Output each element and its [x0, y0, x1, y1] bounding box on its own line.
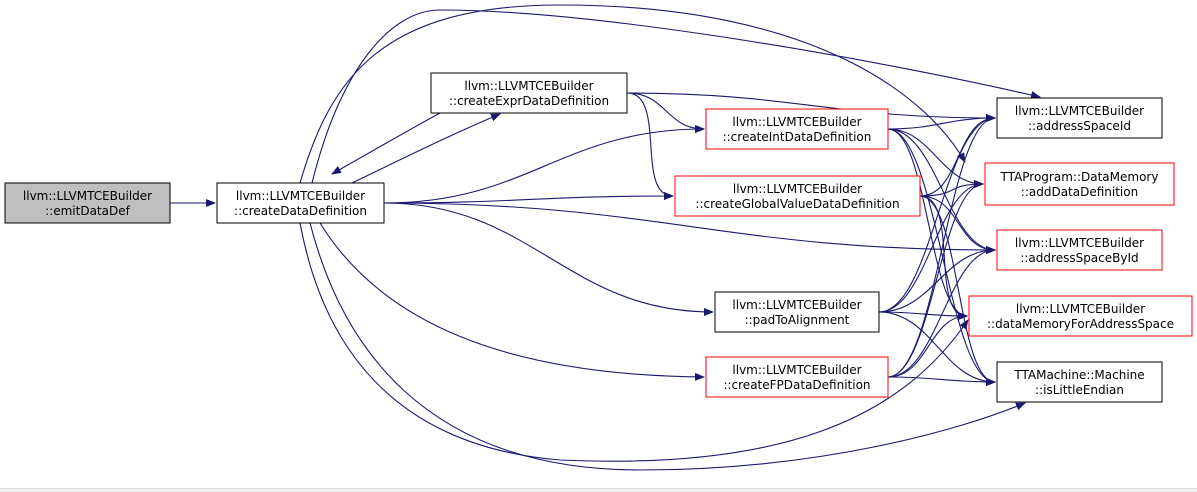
node-createGlobalValueDataDefinition[interactable]: llvm::LLVMTCEBuilder::createGlobalValueD…	[674, 175, 921, 217]
node-label-method: ::addDataDefinition	[1021, 185, 1138, 199]
node-box-createIntDataDefinition[interactable]	[705, 108, 889, 150]
edge-createDataDefinition-to-createFPDataDefinition	[319, 222, 705, 381]
node-label-namespace: llvm::LLVMTCEBuilder	[1016, 302, 1145, 316]
edge-padToAlignment-to-dataMemoryForAddressSpace	[878, 311, 968, 320]
edge-createIntDataDefinition-to-addressSpaceById	[887, 128, 996, 254]
node-label-method: ::createDataDefinition	[234, 204, 367, 218]
node-createDataDefinition[interactable]: llvm::LLVMTCEBuilder::createDataDefiniti…	[216, 182, 385, 224]
node-label-method: ::createGlobalValueDataDefinition	[695, 197, 899, 211]
node-label-method: ::createExprDataDefinition	[449, 94, 609, 108]
edge-createDataDefinition-to-createIntDataDefinition	[383, 125, 705, 204]
edge-createFPDataDefinition-to-addDataDefinition	[887, 180, 984, 378]
node-emitDataDef[interactable]: llvm::LLVMTCEBuilder::emitDataDef	[4, 182, 171, 224]
node-label-namespace: llvm::LLVMTCEBuilder	[464, 79, 593, 93]
node-box-createExprDataDefinition[interactable]	[430, 72, 628, 114]
edge-createDataDefinition-to-createGlobalValueDataDefinition	[383, 192, 674, 204]
edge-createIntDataDefinition-to-addressSpaceId	[887, 114, 996, 130]
node-label-namespace: llvm::LLVMTCEBuilder	[732, 298, 861, 312]
node-addressSpaceById[interactable]: llvm::LLVMTCEBuilder::addressSpaceById	[996, 229, 1163, 271]
edge-createFPDataDefinition-to-addressSpaceById	[887, 246, 996, 378]
node-dataMemoryForAddressSpace[interactable]: llvm::LLVMTCEBuilder::dataMemoryForAddre…	[968, 295, 1193, 337]
edge-createGlobalValueDataDefinition-to-dataMemoryForAddressSpace	[919, 195, 968, 320]
edge-padToAlignment-to-addressSpaceId	[878, 114, 996, 313]
node-box-addDataDefinition[interactable]	[984, 162, 1175, 206]
node-padToAlignment[interactable]: llvm::LLVMTCEBuilder::padToAlignment	[714, 291, 880, 333]
edge-createGlobalValueDataDefinition-to-addDataDefinition	[919, 180, 984, 197]
node-createIntDataDefinition[interactable]: llvm::LLVMTCEBuilder::createIntDataDefin…	[705, 108, 889, 150]
node-box-createDataDefinition[interactable]	[216, 182, 385, 224]
bottom-divider	[0, 488, 1197, 492]
node-createFPDataDefinition[interactable]: llvm::LLVMTCEBuilder::createFPDataDefini…	[705, 356, 889, 398]
node-label-namespace: llvm::LLVMTCEBuilder	[732, 363, 861, 377]
node-label-method: ::emitDataDef	[45, 204, 130, 218]
node-label-method: ::addressSpaceId	[1028, 119, 1131, 133]
node-label-method: ::createIntDataDefinition	[723, 130, 872, 144]
edge-createGlobalValueDataDefinition-to-addressSpaceById	[919, 195, 996, 254]
edge-createFPDataDefinition-to-addressSpaceId	[887, 114, 996, 378]
node-box-createGlobalValueDataDefinition[interactable]	[674, 175, 921, 217]
edge-createFPDataDefinition-to-isLittleEndian	[887, 376, 996, 386]
node-label-namespace: TTAProgram::DataMemory	[1000, 170, 1159, 184]
node-box-addressSpaceId[interactable]	[996, 97, 1163, 139]
node-box-emitDataDef[interactable]	[4, 182, 171, 224]
edge-createExprDataDefinition-to-createDataDefinition	[331, 112, 441, 175]
node-box-addressSpaceById[interactable]	[996, 229, 1163, 271]
edge-createGlobalValueDataDefinition-to-isLittleEndian	[919, 195, 996, 386]
node-label-namespace: llvm::LLVMTCEBuilder	[732, 115, 861, 129]
edge-createDataDefinition-to-addDataDefinition	[299, 4, 966, 184]
node-box-padToAlignment[interactable]	[714, 291, 880, 333]
node-label-method: ::padToAlignment	[745, 313, 850, 327]
edge-createDataDefinition-to-padToAlignment	[383, 202, 714, 316]
edge-createDataDefinition-to-addressSpaceById	[383, 202, 996, 254]
node-addDataDefinition[interactable]: TTAProgram::DataMemory::addDataDefinitio…	[984, 162, 1175, 206]
node-box-isLittleEndian[interactable]	[996, 361, 1163, 403]
node-label-namespace: TTAMachine::Machine	[1013, 368, 1144, 382]
nodes-layer: llvm::LLVMTCEBuilder::emitDataDefllvm::L…	[4, 72, 1193, 403]
node-label-method: ::isLittleEndian	[1035, 383, 1124, 397]
edge-padToAlignment-to-addressSpaceById	[878, 246, 996, 313]
node-label-namespace: llvm::LLVMTCEBuilder	[1015, 104, 1144, 118]
edge-createDataDefinition-to-dataMemoryForAddressSpace	[299, 222, 969, 462]
edge-createIntDataDefinition-to-addDataDefinition	[887, 128, 984, 188]
node-label-namespace: llvm::LLVMTCEBuilder	[733, 182, 862, 196]
edge-createExprDataDefinition-to-addressSpaceId	[626, 92, 996, 122]
edge-createDataDefinition-to-isLittleEndian	[309, 222, 1026, 471]
node-addressSpaceId[interactable]: llvm::LLVMTCEBuilder::addressSpaceId	[996, 97, 1163, 139]
node-createExprDataDefinition[interactable]: llvm::LLVMTCEBuilder::createExprDataDefi…	[430, 72, 628, 114]
node-isLittleEndian[interactable]: TTAMachine::Machine::isLittleEndian	[996, 361, 1163, 403]
edge-createIntDataDefinition-to-isLittleEndian	[887, 128, 996, 386]
node-box-createFPDataDefinition[interactable]	[705, 356, 889, 398]
edge-createDataDefinition-to-addressSpaceId	[311, 9, 1041, 184]
edge-createDataDefinition-to-createExprDataDefinition	[351, 113, 501, 184]
edge-createFPDataDefinition-to-dataMemoryForAddressSpace	[887, 312, 968, 378]
edge-padToAlignment-to-isLittleEndian	[878, 311, 996, 386]
node-label-namespace: llvm::LLVMTCEBuilder	[23, 189, 152, 203]
node-label-namespace: llvm::LLVMTCEBuilder	[1015, 236, 1144, 250]
node-label-method: ::addressSpaceById	[1020, 251, 1138, 265]
node-label-method: ::createFPDataDefinition	[723, 378, 870, 392]
edge-padToAlignment-to-addDataDefinition	[878, 180, 984, 313]
node-box-dataMemoryForAddressSpace[interactable]	[968, 295, 1193, 337]
edges-layer	[170, 4, 1041, 471]
node-label-method: ::dataMemoryForAddressSpace	[987, 317, 1174, 331]
node-label-namespace: llvm::LLVMTCEBuilder	[236, 189, 365, 203]
edge-createExprDataDefinition-to-createGlobalValueDataDefinition	[626, 92, 674, 200]
edge-createIntDataDefinition-to-dataMemoryForAddressSpace	[887, 128, 968, 320]
edge-createExprDataDefinition-to-createIntDataDefinition	[626, 92, 705, 133]
